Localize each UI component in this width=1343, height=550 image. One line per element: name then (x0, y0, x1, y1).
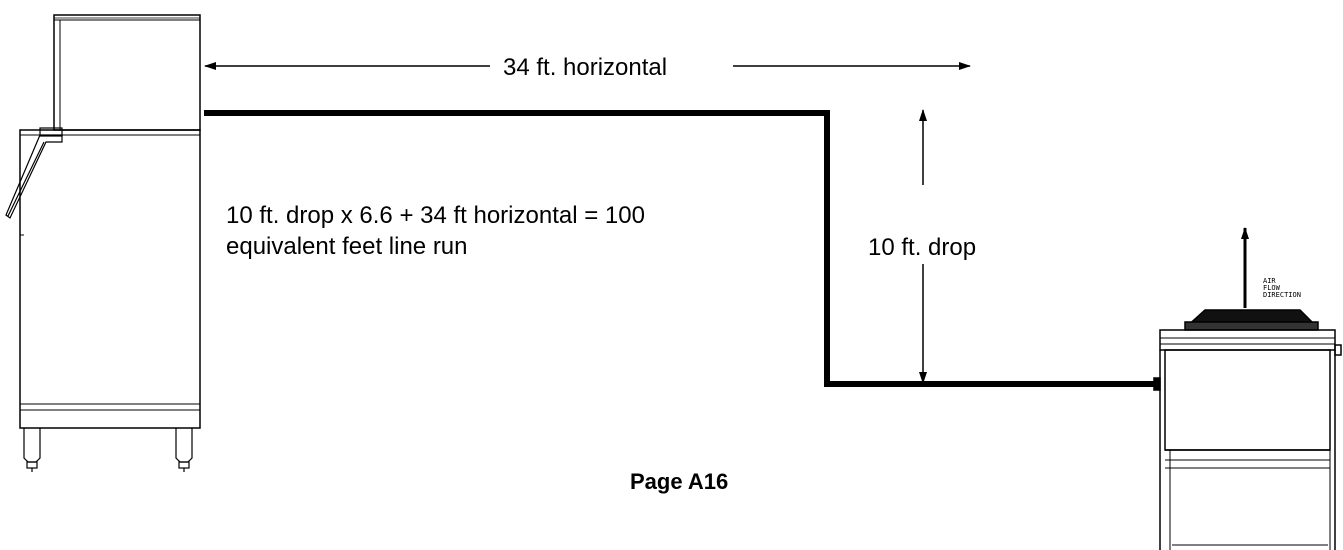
drop-distance-label: 10 ft. drop (865, 232, 980, 264)
remote-condenser (1153, 309, 1342, 550)
bin-door (5, 127, 63, 219)
air-flow-direction-label: AIR FLOW DIRECTION (1263, 278, 1301, 299)
page-number: Page A16 (630, 469, 729, 494)
storage-bin (19, 129, 201, 429)
formula-line-2: equivalent feet line run (226, 233, 468, 260)
air-flow-label-line-3: DIRECTION (1263, 291, 1301, 299)
air-flow-label-line-2: FLOW (1263, 284, 1280, 292)
formula-line-1: 10 ft. drop x 6.6 + 34 ft horizontal = 1… (226, 202, 645, 229)
ice-machine-head-unit (53, 14, 201, 131)
equivalent-feet-formula: 10 ft. drop x 6.6 + 34 ft horizontal = 1… (226, 200, 645, 262)
bin-legs (23, 428, 193, 472)
refrigerant-line (204, 110, 1155, 387)
air-flow-label-line-1: AIR (1263, 277, 1276, 285)
horizontal-distance-label: 34 ft. horizontal (497, 54, 674, 82)
